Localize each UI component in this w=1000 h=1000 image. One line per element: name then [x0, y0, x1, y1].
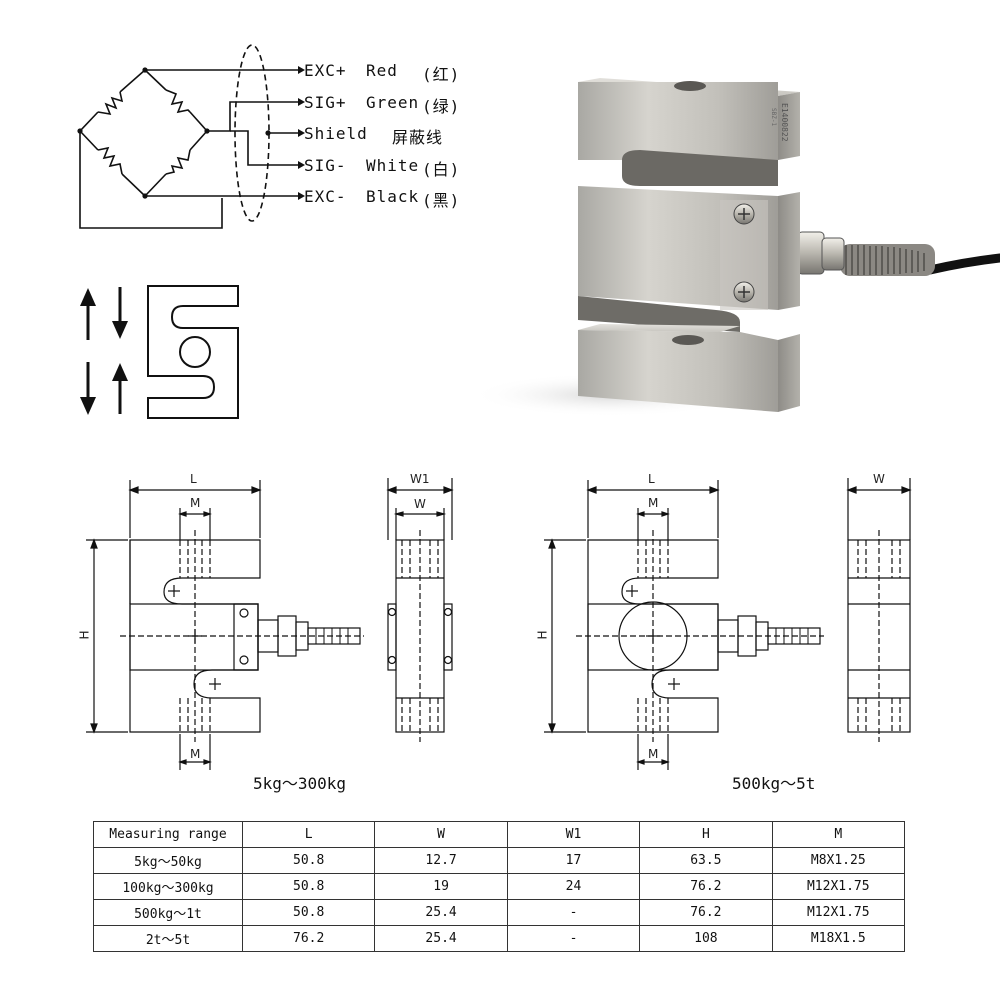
- caption-small: 5kg～300kg: [253, 774, 347, 793]
- table-row: 2t～5t 76.2 25.4 - 108 M18X1.5: [93, 925, 906, 952]
- table-header-row: Measuring range L W W1 H M: [93, 821, 906, 848]
- bridge-nodes: [77, 67, 271, 199]
- wire-code: SIG+: [304, 93, 347, 112]
- load-direction-icon: [80, 287, 128, 415]
- wire-code: EXC-: [304, 187, 347, 206]
- cell-w: 25.4: [374, 899, 508, 926]
- cell-range: 100kg～300kg: [93, 873, 243, 900]
- col-header-m: M: [771, 821, 906, 848]
- cell-m: M12X1.75: [771, 873, 906, 900]
- cable: [925, 253, 1000, 275]
- cell-w1: -: [506, 925, 641, 952]
- cell-l: 50.8: [241, 899, 376, 926]
- table-row: 100kg～300kg 50.8 19 24 76.2 M12X1.75: [93, 873, 906, 900]
- table-row: 500kg～1t 50.8 25.4 - 76.2 M12X1.75: [93, 899, 906, 926]
- caption-large: 500kg～5t: [732, 774, 816, 793]
- wire-exc-plus: EXC+ Red (红): [304, 61, 459, 84]
- dim-m-top-small: M: [190, 496, 201, 510]
- wire-shield: Shield 屏蔽线: [304, 124, 442, 147]
- serial-engraving: E1400822: [780, 103, 789, 142]
- col-header-w1: W1: [506, 821, 641, 848]
- wire-code: EXC+: [304, 61, 347, 80]
- dim-m-bottom-small: M: [190, 747, 201, 761]
- cell-m: M8X1.25: [771, 847, 906, 874]
- model-engraving: SBZ-1: [770, 108, 777, 126]
- cell-h: 76.2: [639, 899, 773, 926]
- cell-l: 50.8: [241, 847, 376, 874]
- col-header-h: H: [639, 821, 773, 848]
- cell-w: 19: [374, 873, 508, 900]
- cable-spring: [840, 244, 935, 276]
- resistor-2: [165, 89, 191, 114]
- cell-l: 76.2: [241, 925, 376, 952]
- dim-l-large: L: [648, 472, 655, 486]
- wire-color: Black: [366, 187, 420, 206]
- cell-h: 108: [639, 925, 773, 952]
- cell-w1: -: [506, 899, 641, 926]
- cell-w: 25.4: [374, 925, 508, 952]
- dim-m-bottom-large: M: [648, 747, 659, 761]
- cell-w: 12.7: [374, 847, 508, 874]
- cell-m: M12X1.75: [771, 899, 906, 926]
- cell-range: 500kg～1t: [93, 899, 243, 926]
- drawing-large-side: [846, 478, 912, 742]
- drawing-small-side: [386, 478, 454, 742]
- cell-h: 63.5: [639, 847, 773, 874]
- wire-color-cn: (黑): [422, 191, 461, 210]
- drawing-small-front: [86, 480, 364, 770]
- wire-code: Shield: [304, 124, 368, 143]
- dim-l-small: L: [190, 472, 197, 486]
- wire-exc-minus: EXC- Black (黑): [304, 187, 459, 210]
- dim-w-large: W: [873, 472, 885, 486]
- bridge-circuit: [79, 44, 305, 229]
- wire-color-cn: 屏蔽线: [392, 128, 444, 147]
- cell-l: 50.8: [241, 873, 376, 900]
- wire-color-cn: (白): [422, 160, 461, 179]
- wire-code: SIG-: [304, 156, 347, 175]
- dim-h-large: H: [535, 630, 550, 640]
- table-row: 5kg～50kg 50.8 12.7 17 63.5 M8X1.25: [93, 847, 906, 874]
- shield-ellipse: [234, 44, 270, 222]
- s-beam-icon: [147, 285, 239, 419]
- wire-sig-minus: SIG- White (白): [304, 156, 459, 179]
- dim-w-small: W: [414, 497, 426, 511]
- cell-w1: 24: [506, 873, 641, 900]
- resistor-4: [165, 149, 191, 175]
- dim-w1-small: W1: [410, 472, 430, 486]
- wire-color: White: [366, 156, 420, 175]
- cell-m: M18X1.5: [771, 925, 906, 952]
- spec-table: Measuring range L W W1 H M 5kg～50kg 50.8…: [93, 821, 906, 952]
- resistor-1: [97, 91, 124, 116]
- cell-h: 76.2: [639, 873, 773, 900]
- dim-m-top-large: M: [648, 496, 659, 510]
- col-header-l: L: [241, 821, 376, 848]
- product-photo: E1400822 SBZ-1: [470, 78, 1000, 417]
- col-header-range: Measuring range: [93, 821, 243, 848]
- cell-range: 2t～5t: [93, 925, 243, 952]
- cell-w1: 17: [506, 847, 641, 874]
- wire-color-cn: (红): [422, 65, 461, 84]
- cell-range: 5kg～50kg: [93, 847, 243, 874]
- col-header-w: W: [374, 821, 508, 848]
- resistor-3: [97, 146, 123, 175]
- wire-color-cn: (绿): [422, 97, 461, 116]
- wire-color: Red: [366, 61, 398, 80]
- wire-color: Green: [366, 93, 420, 112]
- drawing-large-front: [544, 480, 824, 770]
- wire-sig-plus: SIG+ Green (绿): [304, 93, 459, 116]
- dim-h-small: H: [77, 630, 92, 640]
